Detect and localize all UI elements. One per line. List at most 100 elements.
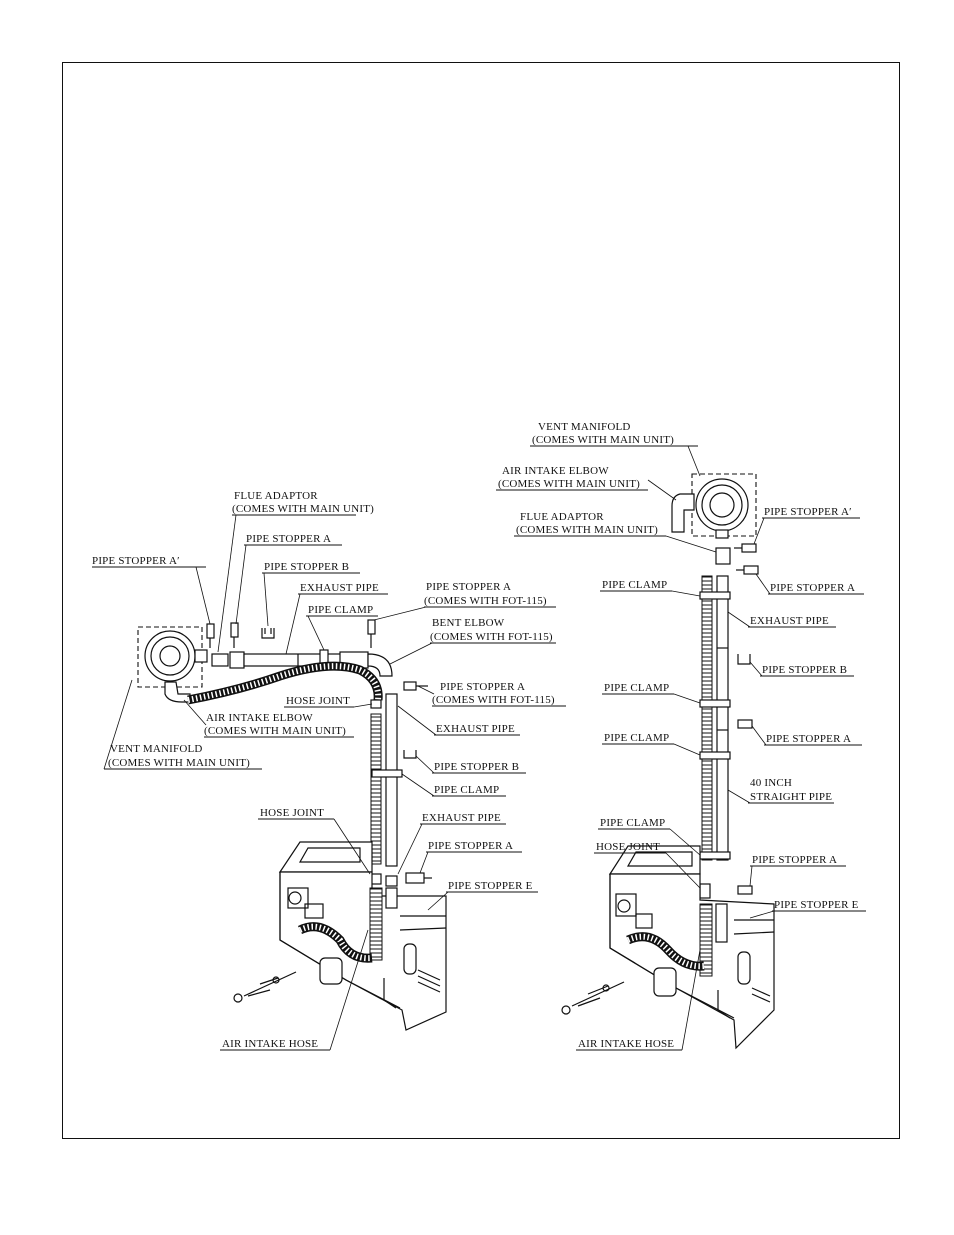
svg-text:(COMES WITH MAIN UNIT): (COMES WITH MAIN UNIT) <box>232 503 374 515</box>
right-label-air-intake-elbow-1: AIR INTAKE ELBOW <box>502 465 609 477</box>
svg-text:(COMES WITH MAIN UNIT): (COMES WITH MAIN UNIT) <box>532 434 674 446</box>
svg-text:STRAIGHT PIPE: STRAIGHT PIPE <box>750 791 832 803</box>
right-label-pipe-clamp-1: PIPE CLAMP <box>602 579 667 591</box>
right-pipe-stopper-a-prime-part <box>741 543 757 553</box>
left-bent-elbow-part <box>367 653 393 677</box>
svg-text:PIPE CLAMP: PIPE CLAMP <box>434 784 499 796</box>
left-label-pipe-stopper-b-mid: PIPE STOPPER B <box>434 761 519 773</box>
svg-text:EXHAUST PIPE: EXHAUST PIPE <box>300 582 379 594</box>
svg-text:PIPE STOPPER E: PIPE STOPPER E <box>774 899 859 911</box>
left-pipe-stopper-b-mid-part <box>403 750 417 759</box>
right-pipe-clamp-1-part <box>699 591 731 600</box>
svg-text:EXHAUST PIPE: EXHAUST PIPE <box>750 615 829 627</box>
svg-text:AIR INTAKE ELBOW: AIR INTAKE ELBOW <box>502 465 609 477</box>
left-vent-manifold-drawing <box>137 626 208 703</box>
svg-text:PIPE STOPPER A: PIPE STOPPER A <box>752 854 837 866</box>
svg-text:AIR INTAKE ELBOW: AIR INTAKE ELBOW <box>206 712 313 724</box>
left-label-pipe-stopper-a-bottom: PIPE STOPPER A <box>428 840 513 852</box>
left-label-pipe-stopper-b-top: PIPE STOPPER B <box>264 561 349 573</box>
right-label-pipe-stopper-a-3: PIPE STOPPER A <box>752 854 837 866</box>
left-air-intake-elbow-drawing <box>164 681 191 703</box>
svg-text:HOSE JOINT: HOSE JOINT <box>596 841 660 853</box>
left-pipe-stopper-a-part <box>230 622 239 638</box>
left-label-hose-joint-bottom: HOSE JOINT <box>260 807 324 819</box>
svg-text:PIPE CLAMP: PIPE CLAMP <box>600 817 665 829</box>
right-label-flue-adaptor-1: FLUE ADAPTOR <box>520 511 604 523</box>
right-pipe-clamp-3-part <box>699 751 731 760</box>
svg-text:PIPE STOPPER A′: PIPE STOPPER A′ <box>92 555 180 567</box>
left-hose-joint-top-part <box>370 699 382 709</box>
right-label-pipe-stopper-e: PIPE STOPPER E <box>774 899 859 911</box>
svg-text:PIPE CLAMP: PIPE CLAMP <box>308 604 373 616</box>
svg-text:EXHAUST PIPE: EXHAUST PIPE <box>436 723 515 735</box>
left-main-unit <box>233 841 447 1031</box>
svg-text:FLUE ADAPTOR: FLUE ADAPTOR <box>520 511 604 523</box>
left-label-pipe-clamp-mid: PIPE CLAMP <box>434 784 499 796</box>
right-assembly: VENT MANIFOLD (COMES WITH MAIN UNIT) AIR… <box>496 421 866 1051</box>
svg-text:PIPE STOPPER A: PIPE STOPPER A <box>428 840 513 852</box>
right-pipe-stopper-a-3-part <box>737 885 753 895</box>
left-label-flue-adaptor-2: (COMES WITH MAIN UNIT) <box>232 503 374 515</box>
svg-text:AIR INTAKE HOSE: AIR INTAKE HOSE <box>578 1038 674 1050</box>
left-label-pipe-stopper-a-fot2-2: (COMES WITH FOT-115) <box>432 694 555 706</box>
svg-text:PIPE STOPPER B: PIPE STOPPER B <box>762 664 847 676</box>
svg-text:VENT MANIFOLD: VENT MANIFOLD <box>538 421 631 433</box>
svg-text:(COMES WITH FOT-115): (COMES WITH FOT-115) <box>424 595 547 607</box>
left-label-air-intake-elbow-1: AIR INTAKE ELBOW <box>206 712 313 724</box>
left-label-pipe-stopper-e: PIPE STOPPER E <box>448 880 533 892</box>
left-label-pipe-stopper-a-prime: PIPE STOPPER A′ <box>92 555 180 567</box>
left-label-bent-elbow-1: BENT ELBOW <box>432 617 505 629</box>
left-pipe-clamp-mid-part <box>371 769 403 778</box>
right-label-pipe-stopper-b: PIPE STOPPER B <box>762 664 847 676</box>
right-pipe-clamp-2-part <box>699 699 731 708</box>
right-label-pipe-stopper-a-prime: PIPE STOPPER A′ <box>764 506 852 518</box>
right-label-exhaust-pipe: EXHAUST PIPE <box>750 615 829 627</box>
right-pipe-clamp-4-part <box>699 851 731 860</box>
svg-text:PIPE STOPPER A′: PIPE STOPPER A′ <box>764 506 852 518</box>
right-label-hose-joint: HOSE JOINT <box>596 841 660 853</box>
right-flue-adaptor-part <box>715 547 731 565</box>
svg-text:PIPE CLAMP: PIPE CLAMP <box>604 732 669 744</box>
left-labels: FLUE ADAPTOR (COMES WITH MAIN UNIT) PIPE… <box>92 490 555 1050</box>
svg-text:BENT ELBOW: BENT ELBOW <box>432 617 505 629</box>
svg-text:PIPE STOPPER B: PIPE STOPPER B <box>264 561 349 573</box>
left-label-exhaust-pipe-top: EXHAUST PIPE <box>300 582 379 594</box>
svg-text:(COMES WITH MAIN UNIT): (COMES WITH MAIN UNIT) <box>498 478 640 490</box>
svg-text:PIPE CLAMP: PIPE CLAMP <box>602 579 667 591</box>
right-hose-joint-part <box>699 883 711 899</box>
svg-text:(COMES WITH MAIN UNIT): (COMES WITH MAIN UNIT) <box>108 757 250 769</box>
right-vent-manifold-drawing <box>671 473 757 539</box>
svg-text:(COMES WITH FOT-115): (COMES WITH FOT-115) <box>430 631 553 643</box>
svg-text:AIR INTAKE HOSE: AIR INTAKE HOSE <box>222 1038 318 1050</box>
svg-text:PIPE STOPPER B: PIPE STOPPER B <box>434 761 519 773</box>
left-label-pipe-stopper-a-fot-2: (COMES WITH FOT-115) <box>424 595 547 607</box>
right-label-pipe-clamp-2: PIPE CLAMP <box>604 682 669 694</box>
svg-text:PIPE CLAMP: PIPE CLAMP <box>604 682 669 694</box>
left-pipe-stopper-b-part <box>261 628 275 639</box>
svg-text:PIPE STOPPER A: PIPE STOPPER A <box>426 581 511 593</box>
left-flue-adaptor-part <box>211 653 229 667</box>
left-exhaust-pipe-vertical <box>385 693 398 867</box>
left-label-pipe-stopper-a-top: PIPE STOPPER A <box>246 533 331 545</box>
right-main-unit <box>561 845 775 1050</box>
left-leader-lines <box>92 514 566 1051</box>
svg-text:HOSE JOINT: HOSE JOINT <box>260 807 324 819</box>
svg-text:PIPE STOPPER A: PIPE STOPPER A <box>246 533 331 545</box>
svg-text:(COMES WITH MAIN UNIT): (COMES WITH MAIN UNIT) <box>204 725 346 737</box>
left-label-hose-joint-top: HOSE JOINT <box>286 695 350 707</box>
page-border <box>62 62 900 1139</box>
left-label-pipe-clamp-top: PIPE CLAMP <box>308 604 373 616</box>
left-label-pipe-stopper-a-fot2-1: PIPE STOPPER A <box>440 681 525 693</box>
left-label-vent-manifold-2: (COMES WITH MAIN UNIT) <box>108 757 250 769</box>
right-label-pipe-clamp-3: PIPE CLAMP <box>604 732 669 744</box>
right-corrugated-hose <box>701 575 713 861</box>
svg-text:PIPE STOPPER A: PIPE STOPPER A <box>770 582 855 594</box>
right-label-pipe-stopper-a-2: PIPE STOPPER A <box>766 733 851 745</box>
svg-text:HOSE JOINT: HOSE JOINT <box>286 695 350 707</box>
svg-text:(COMES WITH MAIN UNIT): (COMES WITH MAIN UNIT) <box>516 524 658 536</box>
right-label-air-intake-hose: AIR INTAKE HOSE <box>578 1038 674 1050</box>
right-leader-lines <box>496 445 866 1051</box>
right-label-vent-manifold-1: VENT MANIFOLD <box>538 421 631 433</box>
left-label-exhaust-pipe-bottom: EXHAUST PIPE <box>422 812 501 824</box>
